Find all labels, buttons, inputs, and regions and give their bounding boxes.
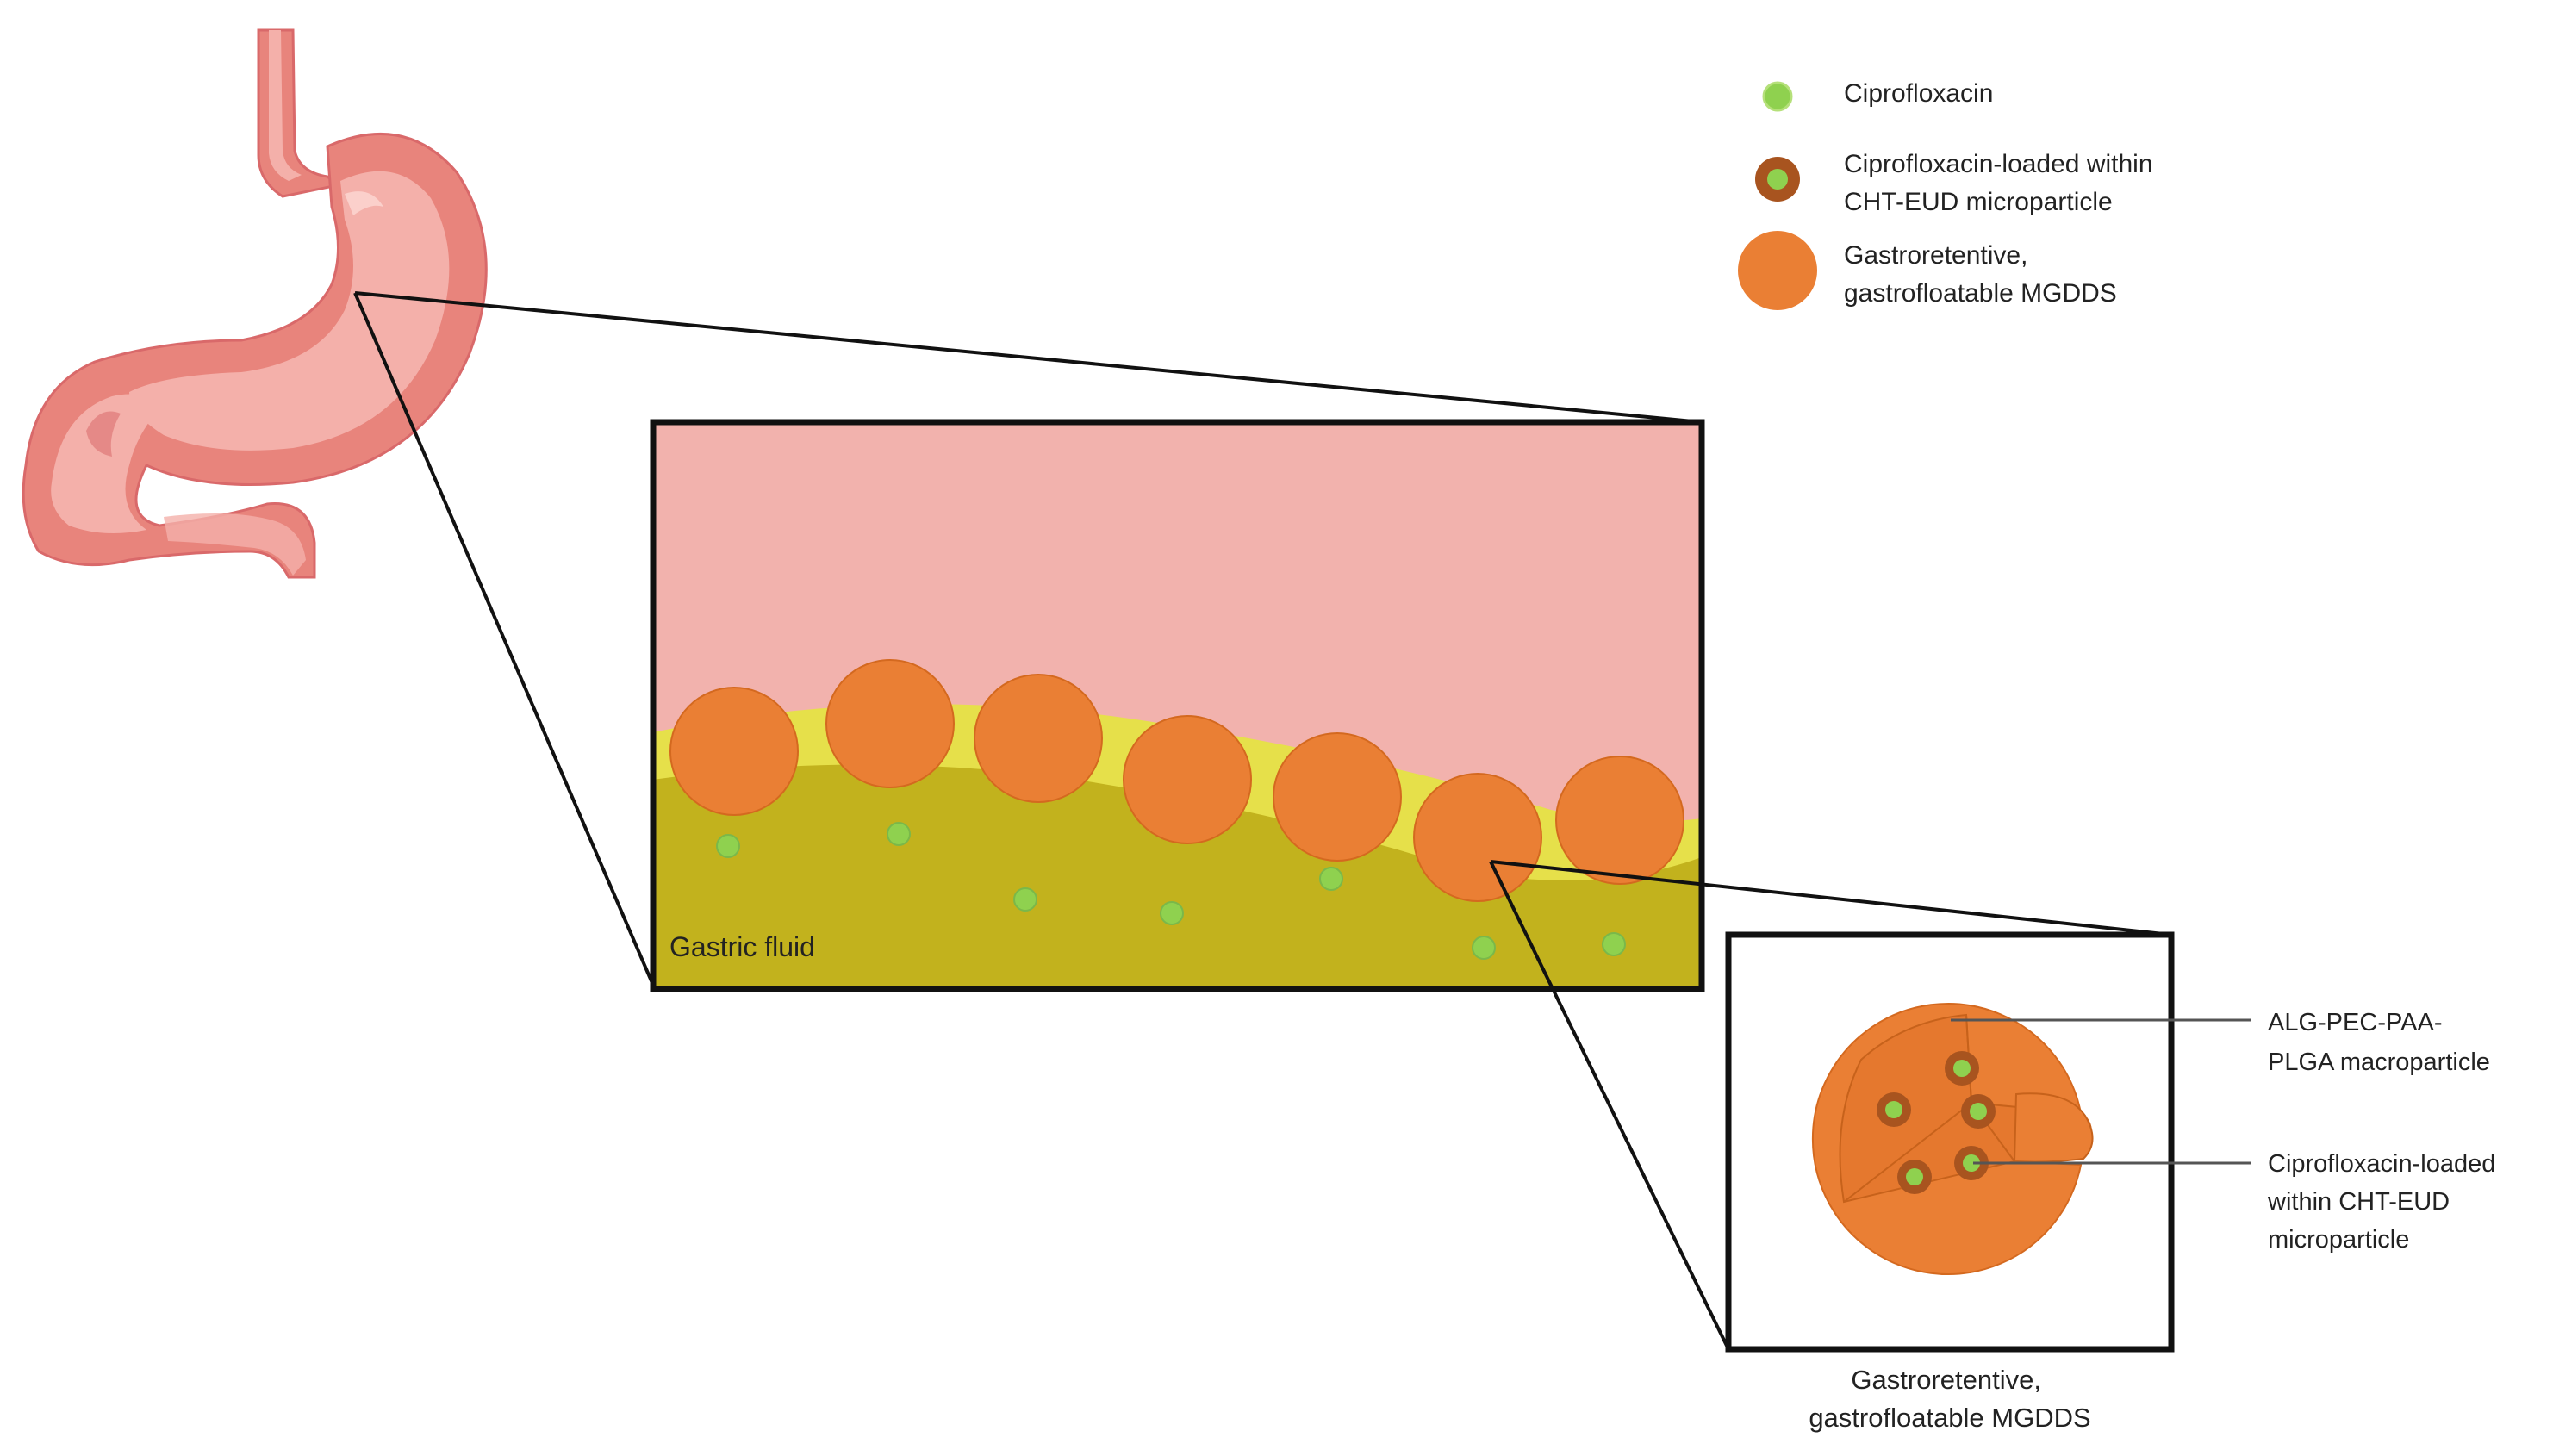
macroparticle-label: ALG-PEC-PAA- PLGA macroparticle: [2268, 1009, 2490, 1076]
microparticle: [1945, 1051, 1979, 1086]
legend-label-line: Ciprofloxacin-loaded within: [1844, 150, 2153, 178]
legend-label-line: Ciprofloxacin: [1844, 79, 1993, 108]
zoom-line-bottom: [353, 292, 657, 990]
free-ciprofloxacin-group: [716, 822, 1626, 960]
legend-ciprofloxacin-label: Ciprofloxacin: [1844, 79, 1993, 108]
mgdds-sphere: [974, 674, 1103, 803]
macroparticle-label-line: PLGA macroparticle: [2268, 1048, 2490, 1076]
esophagus-highlight: [269, 30, 302, 181]
mgdds-sphere: [1273, 732, 1402, 862]
pylorus-fold: [86, 411, 121, 457]
stomach-illustration: [22, 28, 488, 579]
ciprofloxacin-dot: [1472, 936, 1496, 960]
ciprofloxacin-dot: [1160, 901, 1184, 925]
legend-mgdds-label: Gastroretentive, gastrofloatable MGDDS: [1844, 241, 2117, 308]
legend-microparticle-label: Ciprofloxacin-loaded within CHT-EUD micr…: [1844, 150, 2160, 216]
duodenum-lumen: [51, 394, 164, 533]
legend-label-line: Gastroretentive,: [1844, 241, 2027, 270]
legend: Ciprofloxacin Ciprofloxacin-loaded withi…: [1738, 79, 2160, 310]
zoom-lines-sphere: [1489, 860, 2172, 1350]
microparticle-label-line: Ciprofloxacin-loaded: [2268, 1150, 2495, 1178]
middle-panel: Gastric fluid: [650, 419, 1705, 992]
legend-mgdds-icon: [1738, 231, 1817, 310]
macroparticle-cutaway: [1811, 1003, 2094, 1275]
ciprofloxacin-dot: [1602, 932, 1626, 956]
ciprofloxacin-dot: [1319, 867, 1343, 891]
mgdds-sphere: [825, 659, 955, 788]
microparticle: [1961, 1094, 1996, 1129]
microparticle: [1954, 1146, 1989, 1180]
macroparticle-label-line: ALG-PEC-PAA-: [2268, 1009, 2443, 1036]
wedge-face: [2013, 1092, 2094, 1163]
microparticle-label: Ciprofloxacin-loaded within CHT-EUD micr…: [2267, 1150, 2502, 1254]
stomach-highlight: [345, 191, 383, 215]
microparticle: [1877, 1092, 1911, 1127]
middle-panel-frame: [650, 419, 1705, 992]
zoom-line-bottom-2: [1489, 861, 1730, 1350]
gastric-fluid-label: Gastric fluid: [669, 931, 815, 962]
mgdds-sphere: [669, 687, 799, 816]
ciprofloxacin-dot: [887, 822, 911, 846]
gastric-fluid: [653, 764, 1702, 989]
stomach-lumen: [129, 171, 450, 451]
legend-label-line: CHT-EUD microparticle: [1844, 188, 2113, 216]
detail-panel: [1725, 931, 2251, 1353]
zoom-line-top: [354, 291, 1703, 424]
mgdds-sphere: [1413, 773, 1542, 902]
microparticle-group: [1877, 1051, 1996, 1194]
legend-ciprofloxacin-icon: [1762, 81, 1793, 112]
cut-line-b: [1843, 1102, 1972, 1203]
duodenum-tube: [164, 513, 306, 576]
legend-label-line: gastrofloatable MGDDS: [1844, 279, 2117, 308]
microparticle-label-line: microparticle: [2268, 1226, 2409, 1254]
detail-caption: Gastroretentive, gastrofloatable MGDDS: [1809, 1365, 2090, 1433]
ciprofloxacin-dot: [1013, 887, 1037, 912]
microparticle-label-line: within CHT-EUD: [2267, 1188, 2450, 1216]
detail-caption-line: gastrofloatable MGDDS: [1809, 1403, 2090, 1433]
floating-mgdds-group: [669, 659, 1684, 902]
ciprofloxacin-dot: [716, 834, 740, 858]
detail-labels: ALG-PEC-PAA- PLGA macroparticle Ciproflo…: [1809, 1009, 2502, 1433]
mgdds-sphere: [1123, 715, 1252, 844]
zoom-line-top-2: [1490, 860, 2172, 936]
mgdds-sphere: [1555, 756, 1684, 885]
zoom-lines-stomach: [353, 291, 1703, 990]
legend-microparticle-icon: [1755, 157, 1800, 202]
microparticle: [1897, 1160, 1932, 1194]
detail-caption-line: Gastroretentive,: [1851, 1365, 2041, 1395]
